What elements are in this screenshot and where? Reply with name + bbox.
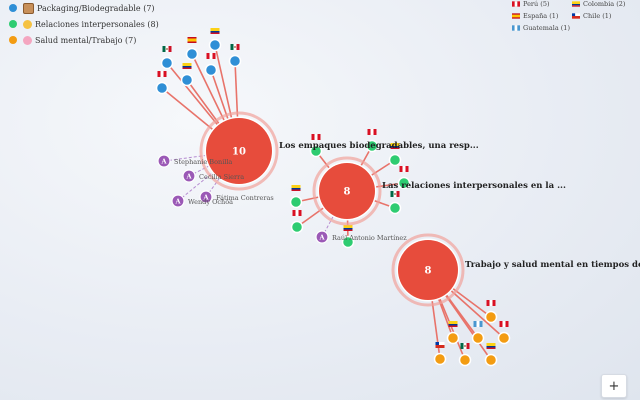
- hub-count: 8: [344, 187, 351, 198]
- pe-flag-icon: [486, 300, 496, 306]
- legend-item-salud[interactable]: Salud mental/Trabajo (7): [9, 32, 159, 48]
- author-initial: A: [160, 158, 167, 166]
- country-item-colombia[interactable]: Colombia (2): [572, 0, 632, 8]
- country-node[interactable]: [309, 134, 323, 158]
- author-name: Stephanie Bonilla: [174, 158, 232, 166]
- country-node[interactable]: [185, 37, 199, 61]
- co-flag-icon: [343, 225, 353, 231]
- author-initial: A: [185, 173, 192, 181]
- co-flag-icon: [291, 185, 301, 191]
- hub-label: Los empaques biodegradables, una resp...: [279, 141, 479, 151]
- mx-flag-icon: [230, 44, 240, 50]
- country-label: Chile (1): [583, 12, 612, 20]
- legend-label: Salud mental/Trabajo (7): [35, 35, 137, 45]
- mx-flag-icon: [162, 46, 172, 52]
- hub-label: Trabajo y salud mental en tiempos de ...: [465, 260, 640, 270]
- es-flag-icon: [187, 37, 197, 43]
- country-item-peru[interactable]: Perú (5): [512, 0, 572, 8]
- pe-flag-icon: [157, 71, 167, 77]
- pe-flag-icon: [206, 53, 216, 59]
- legend-item-packaging[interactable]: Packaging/Biodegradable (7): [9, 0, 159, 16]
- category-legend: Packaging/Biodegradable (7) Relaciones i…: [9, 0, 159, 48]
- handshake-icon: [23, 19, 32, 29]
- country-label: Colombia (2): [583, 0, 626, 8]
- pe-flag-icon: [292, 210, 302, 216]
- legend-label: Relaciones interpersonales (8): [35, 19, 159, 29]
- author-name: Cecilia Sierra: [199, 173, 244, 181]
- legend-dot: [9, 4, 17, 12]
- legend-item-relaciones[interactable]: Relaciones interpersonales (8): [9, 16, 159, 32]
- pe-flag-icon: [311, 134, 321, 140]
- country-node[interactable]: [433, 342, 447, 366]
- author-node[interactable]: A Fátima Contreras: [199, 190, 274, 204]
- spain-flag-icon: [512, 13, 520, 19]
- author-node[interactable]: A Stephanie Bonilla: [157, 154, 232, 168]
- author-node[interactable]: A Raúl Antonio Martínez: [315, 230, 407, 244]
- pe-flag-icon: [399, 166, 409, 172]
- co-flag-icon: [210, 28, 220, 34]
- country-label: Perú (5): [523, 0, 550, 8]
- country-node[interactable]: [160, 46, 174, 70]
- country-node[interactable]: [228, 44, 242, 68]
- author-node[interactable]: A Cecilia Sierra: [182, 169, 244, 183]
- package-icon: [23, 2, 34, 14]
- hub-count: 10: [232, 147, 246, 158]
- country-node[interactable]: [484, 343, 498, 367]
- country-node[interactable]: [497, 321, 511, 345]
- author-name: Wendy Ochoa: [188, 198, 233, 206]
- country-item-espana[interactable]: España (1): [512, 12, 572, 20]
- country-node[interactable]: [471, 321, 485, 345]
- country-node[interactable]: [397, 166, 411, 190]
- country-node[interactable]: [289, 185, 303, 209]
- colombia-flag-icon: [572, 1, 580, 7]
- legend-dot: [9, 20, 17, 28]
- gt-flag-icon: [473, 321, 483, 327]
- pe-flag-icon: [367, 129, 377, 135]
- country-node[interactable]: [155, 71, 169, 95]
- country-node[interactable]: [446, 321, 460, 345]
- country-node[interactable]: [458, 343, 472, 367]
- country-item-guatemala[interactable]: Guatemala (1): [512, 24, 572, 32]
- author-name: Fátima Contreras: [216, 194, 274, 202]
- hub-count: 8: [425, 266, 432, 277]
- topic-hub[interactable]: 8 Trabajo y salud mental en tiempos de ..…: [391, 233, 640, 307]
- legend-label: Packaging/Biodegradable (7): [37, 3, 155, 13]
- country-node[interactable]: [290, 210, 304, 234]
- zoom-in-button[interactable]: +: [601, 374, 627, 398]
- co-flag-icon: [486, 343, 496, 349]
- author-name: Raúl Antonio Martínez: [332, 234, 407, 242]
- country-node[interactable]: [365, 129, 379, 153]
- country-node[interactable]: [208, 28, 222, 52]
- author-initial: A: [202, 194, 209, 202]
- cl-flag-icon: [435, 342, 445, 348]
- brain-icon: [23, 35, 32, 45]
- topic-hub[interactable]: 10 Los empaques biodegradables, una resp.…: [199, 111, 479, 191]
- hub-label: Las relaciones interpersonales en la ...: [382, 181, 566, 191]
- country-legend: Perú (5) Colombia (2) España (1) Chile (…: [512, 0, 632, 32]
- topic-hub[interactable]: 8 Las relaciones interpersonales en la ..…: [312, 156, 566, 226]
- country-label: España (1): [523, 12, 559, 20]
- pe-flag-icon: [499, 321, 509, 327]
- mx-flag-icon: [390, 191, 400, 197]
- chile-flag-icon: [572, 13, 580, 19]
- country-node[interactable]: [388, 191, 402, 215]
- country-node[interactable]: [341, 225, 355, 249]
- author-initial: A: [318, 234, 325, 242]
- guatemala-flag-icon: [512, 25, 520, 31]
- mx-flag-icon: [460, 343, 470, 349]
- country-node[interactable]: [204, 53, 218, 77]
- author-initial: A: [174, 198, 181, 206]
- legend-dot: [9, 36, 17, 44]
- country-node[interactable]: [388, 143, 402, 167]
- country-label: Guatemala (1): [523, 24, 570, 32]
- co-flag-icon: [448, 321, 458, 327]
- peru-flag-icon: [512, 1, 520, 7]
- country-node[interactable]: [484, 300, 498, 324]
- country-node[interactable]: [180, 63, 194, 87]
- co-flag-icon: [182, 63, 192, 69]
- country-item-chile[interactable]: Chile (1): [572, 12, 632, 20]
